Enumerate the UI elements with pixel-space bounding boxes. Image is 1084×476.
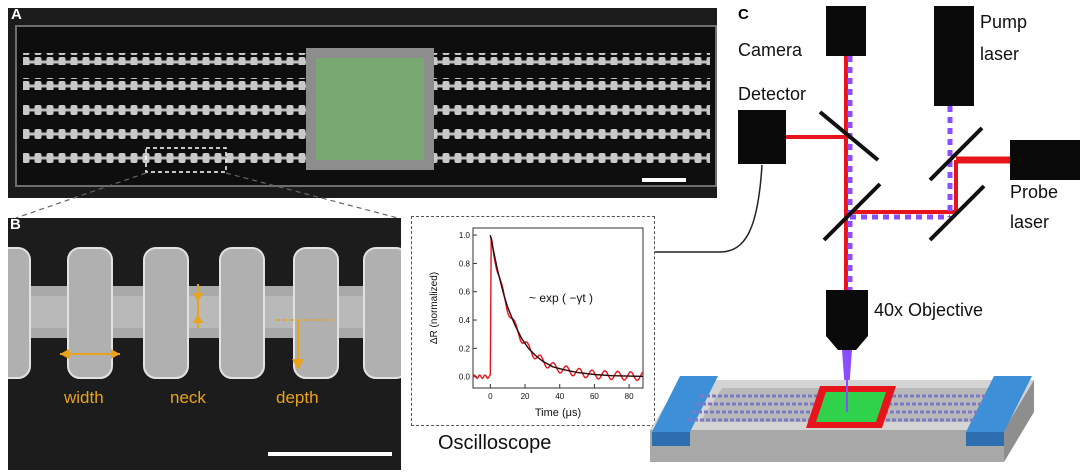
x-tick-label: 80 <box>625 392 634 401</box>
label-pump-laser-1: Pump <box>980 12 1028 32</box>
y-axis-label: ΔR (normalized) <box>429 272 440 344</box>
panel-letter-b: B <box>10 216 21 233</box>
panel-a-sem-image <box>8 8 717 198</box>
label-pump-laser-2: laser <box>980 44 1020 64</box>
y-tick-label: 1.0 <box>459 231 471 240</box>
y-tick-label: 0.8 <box>459 259 471 268</box>
label-probe-laser-1: Probe <box>1010 182 1059 202</box>
label-detector: Detector <box>738 84 807 104</box>
detector-block <box>738 110 786 164</box>
label-depth: depth <box>276 388 319 407</box>
pump-laser-block <box>934 6 974 106</box>
panel-letter-a: A <box>11 6 22 23</box>
mirror-3 <box>928 126 984 182</box>
nanobeam-array-illustration <box>15 25 717 187</box>
probe-laser-block <box>1010 140 1080 180</box>
oscilloscope-chart: 0 20 40 60 80 0.0 0.2 0.4 0.6 0.8 1.0 ~ exp ( −γt … <box>429 227 644 419</box>
label-objective: 40x Objective <box>874 300 984 320</box>
plot-area <box>472 227 644 389</box>
series-fit-line <box>489 234 644 378</box>
y-tick-label: 0.0 <box>459 373 471 382</box>
y-tick-label: 0.2 <box>459 344 471 353</box>
label-probe-laser-2: laser <box>1010 212 1050 232</box>
fit-annotation: ~ exp ( −γt ) <box>529 291 593 305</box>
label-neck: neck <box>170 388 206 407</box>
mirror-2 <box>822 182 882 242</box>
objective-body <box>826 290 868 336</box>
mirror-1 <box>818 110 880 162</box>
oscilloscope-caption: Oscilloscope <box>438 432 552 454</box>
nanobeam-closeup-illustration <box>8 247 401 456</box>
panel-letter-c: C <box>738 6 749 23</box>
mirror-4 <box>928 184 986 242</box>
oscilloscope-frame <box>411 216 655 426</box>
y-tick-label: 0.4 <box>459 316 471 325</box>
x-axis-label: Time (μs) <box>535 407 581 419</box>
x-tick-label: 0 <box>488 392 493 401</box>
x-tick-label: 60 <box>590 392 599 401</box>
x-tick-label: 20 <box>521 392 530 401</box>
camera-block <box>826 6 866 56</box>
green-center <box>816 392 886 422</box>
x-tick-label: 40 <box>555 392 564 401</box>
y-tick-label: 0.6 <box>459 288 471 297</box>
panel-b-sem-image <box>8 218 401 470</box>
label-width: width <box>64 388 104 407</box>
label-camera: Camera <box>738 40 803 60</box>
